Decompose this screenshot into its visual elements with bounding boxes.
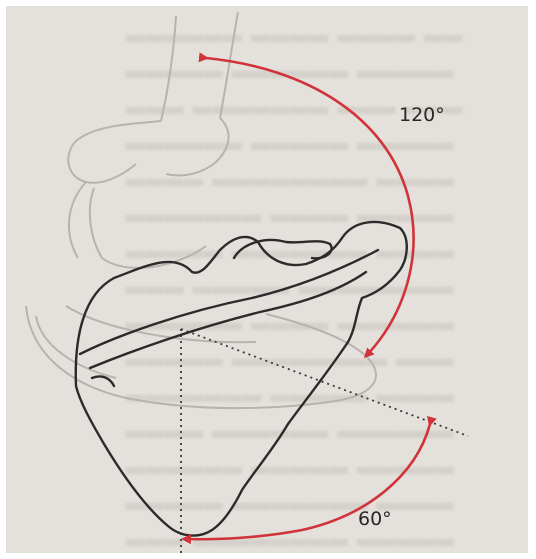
scapular-axis-line [181,329,468,436]
coracoid-process [234,240,332,258]
angle-label-60: 60° [358,508,392,530]
shoulder-abduction-diagram [6,6,528,553]
scapular-spine [80,250,378,354]
glenoid-notch [92,376,114,386]
faded-humerus-outline [68,12,238,268]
scapula-body [76,222,407,536]
rotated-scapula-outline [76,222,407,536]
scapular-spine-lower-edge [90,272,366,368]
arc-120-degrees [206,58,414,356]
angle-label-120: 120° [399,104,445,126]
textbook-photo: ▂▂▂▂▂▂ ▂▂▂▂ ▂▂▂▂ ▂▂ ▂▂▂▂▂ ▂▂▂▂▂▂ ▂▂▂▂▂ ▂… [6,6,528,553]
